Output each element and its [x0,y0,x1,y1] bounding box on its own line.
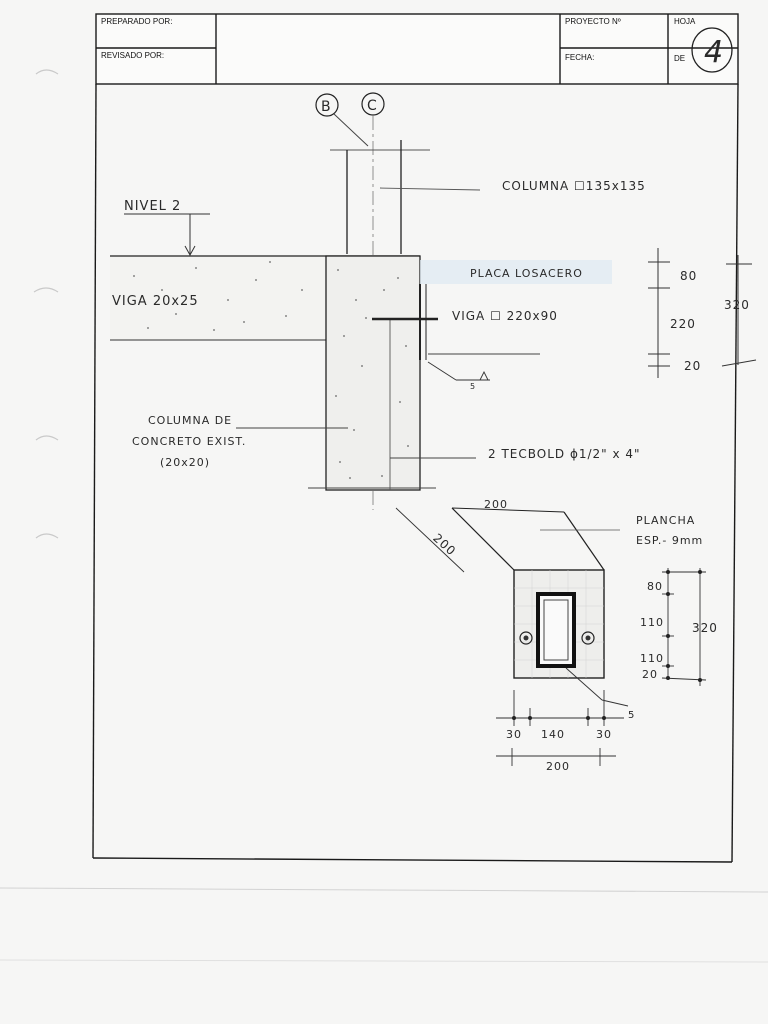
frame-left [92,83,97,859]
dimension-line [395,507,465,573]
fecha-label: FECHA: [565,53,594,62]
grid-line-b [333,113,369,147]
beam-steel-label: VIGA ☐ 220x90 [452,309,558,323]
dim-total: 320 [724,298,750,312]
plate-dim-20: 20 [642,668,658,681]
existing-column-line1: COLUMNA DE [148,414,232,427]
weld-label: 5 [470,382,476,391]
punch-hole [35,435,59,441]
existing-column-line2: CONCRETO EXIST. [132,435,246,448]
grid-bubble-c [361,92,385,116]
anchor-bolt-left [519,631,533,645]
hoja-label: HOJA [674,17,696,26]
sheet-frame [92,13,739,863]
existing-column-line3: (20x20) [160,456,210,469]
level-arrowhead [184,245,196,257]
weld-fillet-symbol [479,370,489,381]
level-label: NIVEL 2 [124,199,181,214]
plate-detail: 200 200 PLANCHA ESP.- 9mm 5 [395,498,718,773]
binder-holes [33,69,59,539]
plate-label-line1: PLANCHA [636,514,695,527]
anchor-bolt-left-core [523,635,529,641]
anchor-bolt-right [581,631,595,645]
plate-perspective-edge [563,511,605,571]
title-block-border [95,13,739,85]
de-label: DE [674,54,685,63]
bolt-label: 2 TECBOLD ϕ1/2" x 4" [488,447,641,461]
section-dimensions [648,248,757,378]
dim-20: 20 [684,359,701,373]
steel-tube-inner [543,599,569,661]
plate-label-line2: ESP.- 9mm [636,534,703,547]
sheet-number: 4 [704,35,724,70]
plate-dim-30-left: 30 [506,728,522,741]
dim-80: 80 [680,269,697,283]
steel-tube-section [536,592,576,668]
grid-axis-b-label: B [321,99,332,115]
frame-bottom [92,857,733,863]
punch-hole [33,287,59,293]
plate-dim-total: 320 [692,621,718,635]
preparado-label: PREPARADO POR: [101,17,172,26]
plate-dim-80: 80 [647,580,663,593]
proyecto-label: PROYECTO Nº [565,17,621,26]
dim-220: 220 [670,317,696,331]
sheet-number-circle [691,27,733,73]
plate-dim-110b: 110 [640,652,664,665]
punch-hole [35,533,59,539]
weld-leader [427,361,457,381]
plate-dimension-dots [666,570,702,682]
plate-weld-label: 5 [628,710,635,721]
column-label: COLUMNA ☐135x135 [502,179,646,193]
deck-label: PLACA LOSACERO [470,267,583,280]
plate-dim-top: 200 [484,498,508,511]
plate-weld-reference [601,699,629,707]
grid-axis-c-label: C [367,98,378,114]
plate-bottom-dots [512,716,606,720]
title-block: PREPARADO POR: REVISADO POR: PROYECTO Nº… [101,17,733,73]
scan-edge-line [0,959,768,963]
frame-right [731,83,739,863]
concrete-texture [133,261,409,479]
plate-dim-140: 140 [541,728,565,741]
concrete-beam-fill [110,256,326,340]
existing-concrete-column [325,255,421,491]
punch-hole [35,69,59,75]
column-leader [379,187,481,191]
scan-edge-line [0,887,768,893]
plate-dim-side: 200 [430,531,459,559]
plate-weld-leader [565,667,603,701]
section-view: B C COLUMNA ☐135x135 NIVEL 2 VIGA 20x25 [110,92,757,510]
plate-dim-200-bottom: 200 [546,760,570,773]
anchor-bolt-right-core [585,635,591,641]
revisado-label: REVISADO POR: [101,51,164,60]
plate-perspective-edge [451,507,515,571]
dimension-tick [721,359,757,367]
beam-left-label: VIGA 20x25 [112,294,199,309]
plate-top-edge [451,507,565,513]
deck-highlight [420,260,612,284]
plate-dim-110a: 110 [640,616,664,629]
grid-bubble-b [315,93,339,117]
plate-dim-30-right: 30 [596,728,612,741]
